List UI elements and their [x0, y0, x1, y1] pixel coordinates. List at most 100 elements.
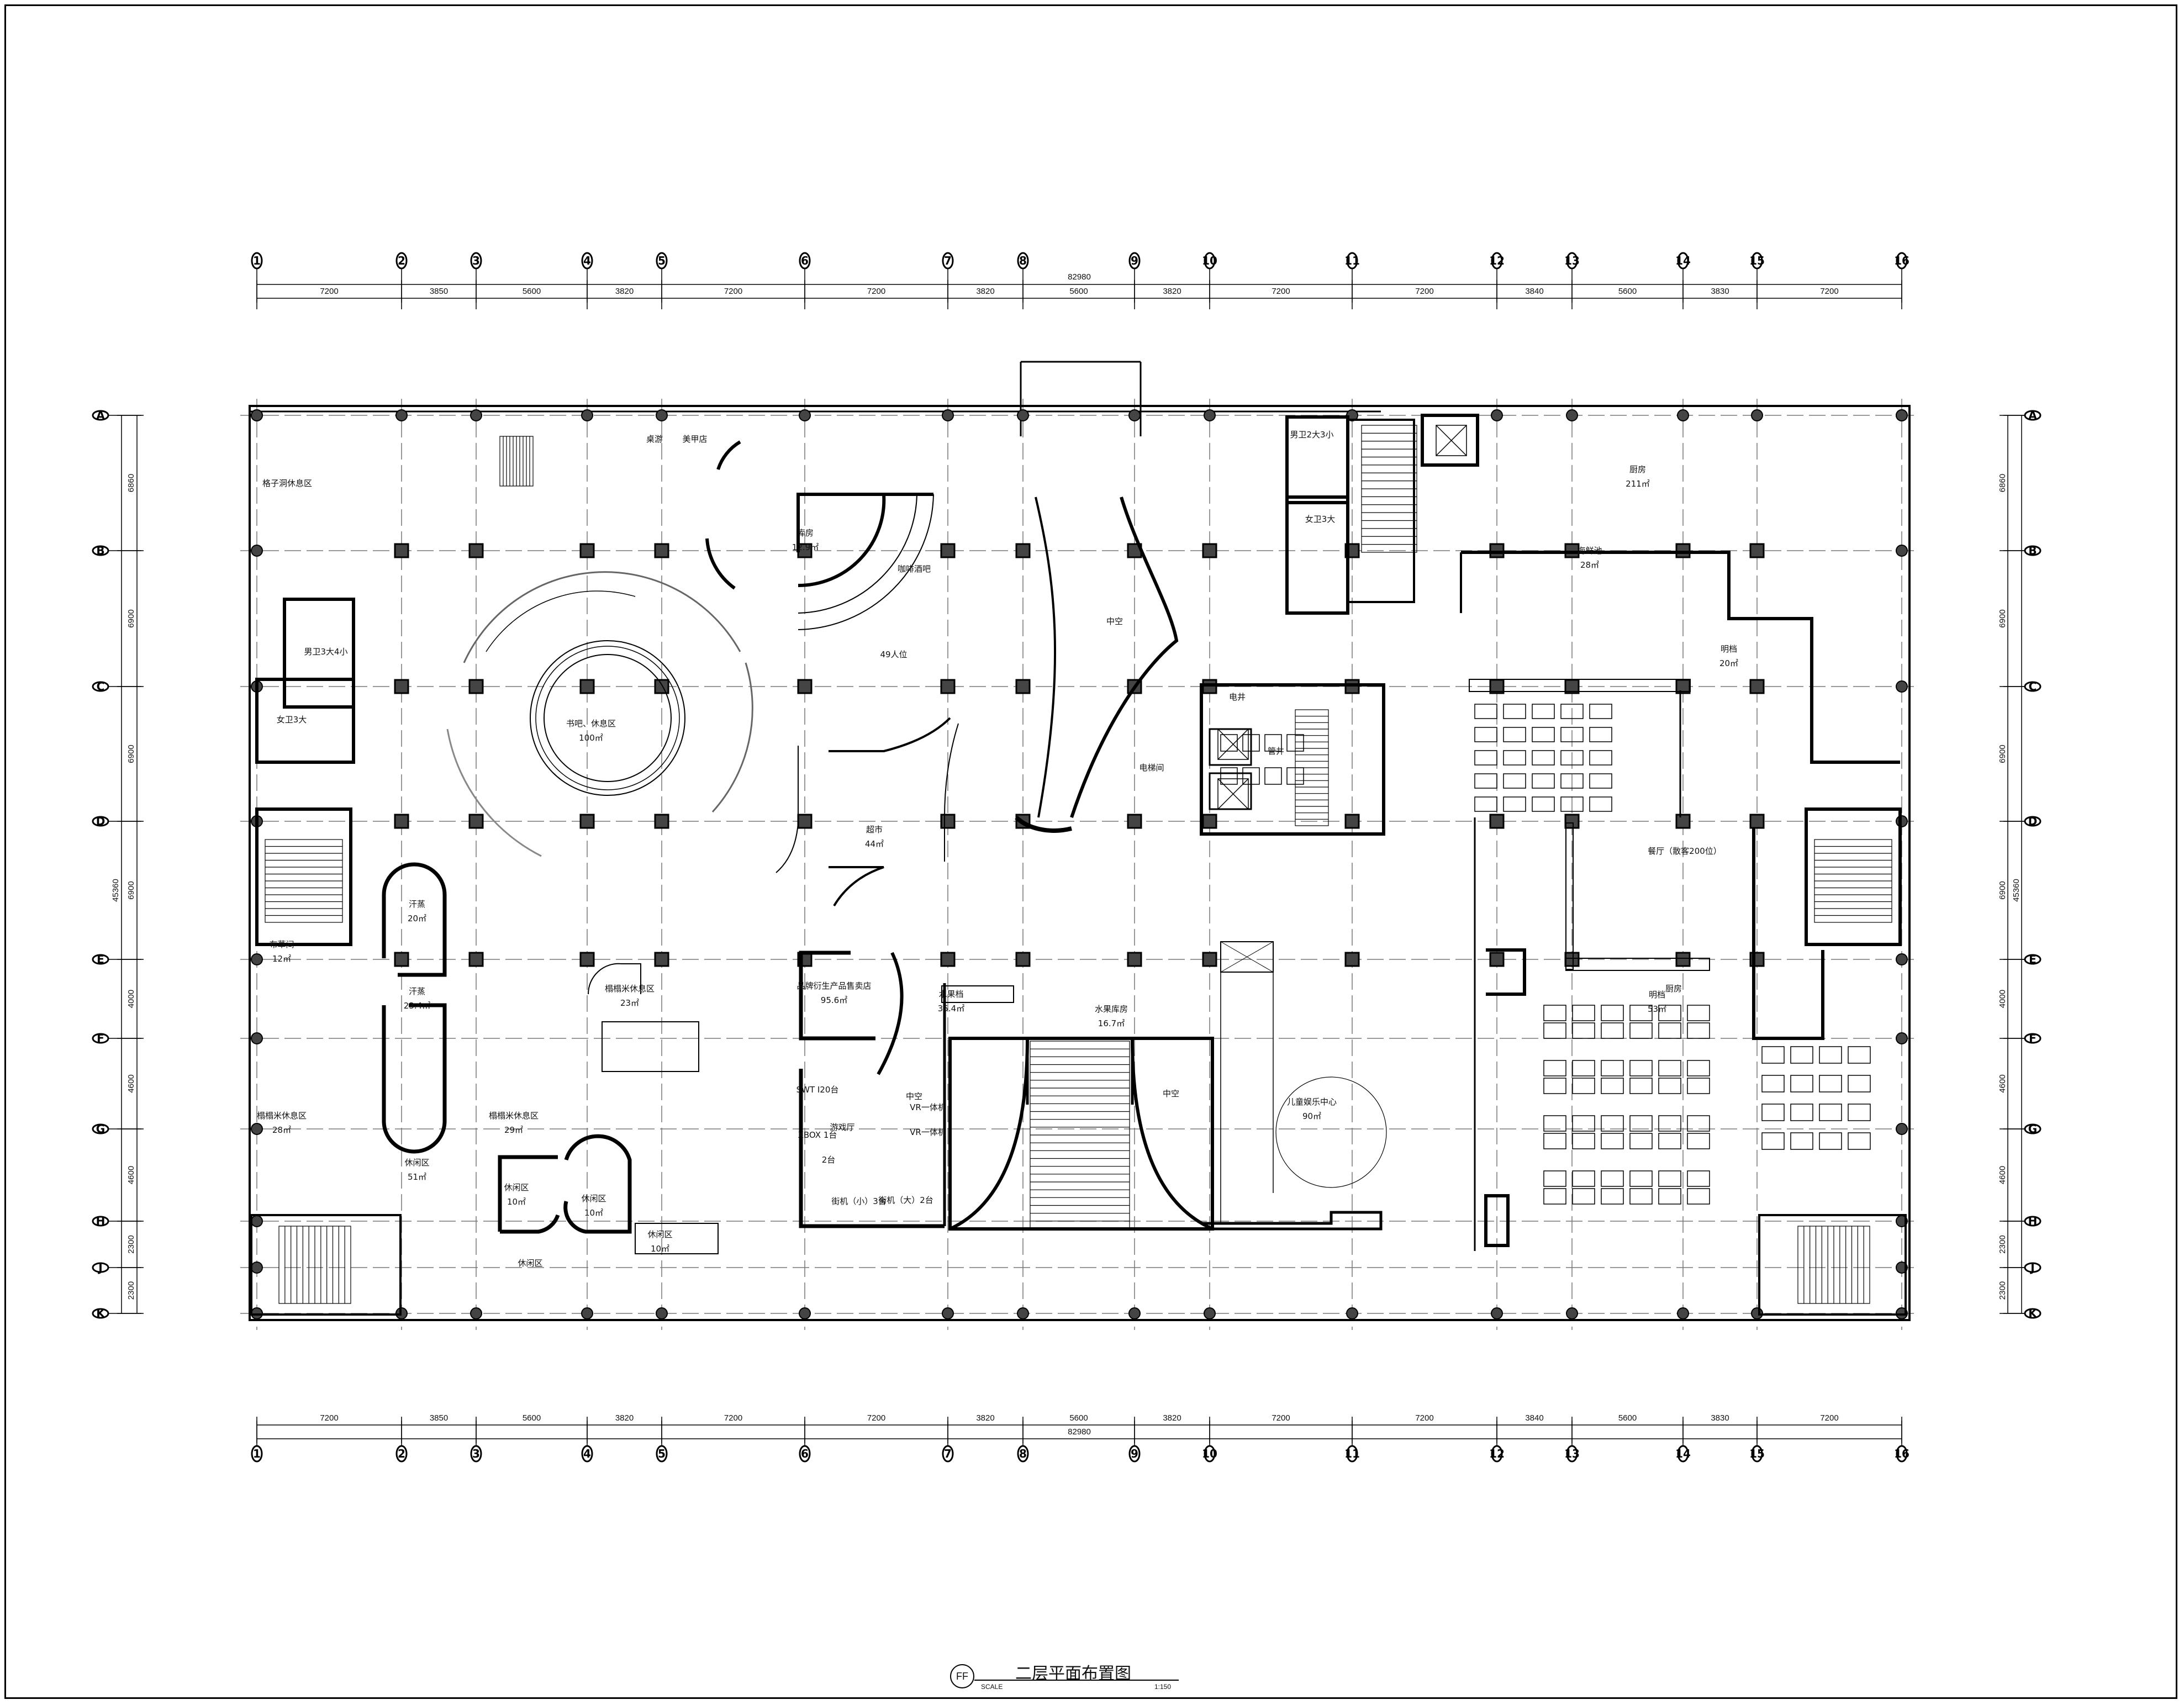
room-area: 211㎡	[1626, 479, 1650, 489]
svg-text:F: F	[97, 1032, 104, 1045]
svg-text:K: K	[96, 1307, 105, 1320]
svg-text:9: 9	[1131, 1447, 1138, 1460]
room-label: 电井	[1229, 692, 1246, 702]
svg-text:H: H	[96, 1215, 105, 1228]
svg-text:6900: 6900	[126, 881, 136, 899]
room-label: 餐厅（散客200位）	[1648, 846, 1722, 856]
room-area: 90㎡	[1302, 1111, 1321, 1121]
svg-text:4: 4	[583, 254, 591, 267]
scale-value: 1:150	[1154, 1683, 1172, 1691]
svg-text:8: 8	[1019, 1447, 1027, 1460]
svg-text:2300: 2300	[1998, 1235, 2007, 1253]
supermarket	[776, 717, 959, 907]
svg-text:E: E	[97, 953, 104, 966]
atrium-void	[1015, 497, 1179, 833]
svg-text:J: J	[97, 1261, 102, 1274]
svg-text:D: D	[2028, 815, 2038, 828]
svg-text:2300: 2300	[126, 1281, 136, 1300]
svg-text:14: 14	[1675, 1447, 1691, 1460]
room-label: 桌游	[646, 434, 663, 444]
room-label: 休闲区	[518, 1258, 542, 1268]
svg-text:7200: 7200	[1272, 287, 1290, 296]
game-hall-walls	[799, 951, 1014, 1228]
room-label: 咖啡酒吧	[898, 564, 931, 574]
svg-text:J: J	[2029, 1261, 2034, 1274]
title-symbol: FF	[950, 1664, 974, 1688]
room-label: 休闲区	[504, 1183, 529, 1192]
svg-text:6: 6	[801, 254, 809, 267]
room-label: 管井	[1268, 746, 1284, 756]
room-label: 休闲区	[404, 1158, 429, 1168]
restaurant-walls	[250, 679, 1907, 1316]
svg-text:45360: 45360	[111, 879, 120, 902]
svg-text:5600: 5600	[1618, 287, 1637, 296]
svg-text:4600: 4600	[1998, 1166, 2007, 1184]
svg-text:7: 7	[944, 1447, 952, 1460]
svg-text:F: F	[2029, 1032, 2037, 1045]
svg-text:K: K	[2028, 1307, 2038, 1320]
svg-text:3850: 3850	[430, 287, 448, 296]
axis-bubbles: 1122334455667788991010111112121313141415…	[92, 252, 2041, 1463]
svg-text:7200: 7200	[1415, 287, 1433, 296]
title-underline	[974, 1680, 1179, 1681]
svg-text:5600: 5600	[1069, 287, 1088, 296]
svg-text:7200: 7200	[867, 287, 885, 296]
room-label: 榻榻米休息区	[605, 984, 655, 994]
exterior-walls	[249, 361, 1911, 1321]
svg-text:82980: 82980	[1068, 1427, 1091, 1437]
room-area: 10㎡	[651, 1244, 669, 1254]
svg-text:7200: 7200	[1820, 287, 1838, 296]
service-walls	[255, 414, 1900, 836]
room-label: 厨房	[1629, 464, 1646, 474]
svg-text:6900: 6900	[1998, 881, 2007, 899]
room-area: 23.4㎡	[404, 1001, 430, 1011]
room-label: 美甲店	[682, 434, 707, 444]
room-label: 水果档	[938, 989, 963, 999]
svg-text:5: 5	[658, 254, 666, 267]
room-area: 12㎡	[272, 954, 291, 964]
svg-text:82980: 82980	[1068, 272, 1091, 282]
svg-text:3850: 3850	[430, 1413, 448, 1423]
restaurant-tables	[1220, 704, 1871, 1205]
svg-text:9: 9	[1131, 254, 1138, 267]
room-label: 女卫3大	[1305, 514, 1336, 524]
room-label: 休闲区	[647, 1229, 672, 1239]
kids-center	[1200, 941, 1387, 1231]
room-label: 中空	[1106, 616, 1123, 626]
room-label: 库房	[797, 528, 814, 538]
grid-lines	[240, 399, 1918, 1330]
svg-text:3: 3	[472, 1447, 480, 1460]
room-label: 49人位	[880, 650, 907, 659]
svg-text:3820: 3820	[976, 1413, 994, 1423]
svg-text:6900: 6900	[126, 609, 136, 627]
svg-text:6: 6	[801, 1447, 809, 1460]
svg-text:16: 16	[1894, 254, 1909, 267]
room-area: 23㎡	[620, 998, 639, 1008]
room-area: 29㎡	[504, 1125, 523, 1135]
svg-text:13: 13	[1564, 254, 1580, 267]
svg-text:4000: 4000	[1998, 990, 2007, 1008]
room-label: 男卫2大3小	[1290, 430, 1333, 440]
sauna-rooms	[382, 862, 447, 1154]
book-bar-circle	[446, 571, 753, 857]
svg-text:7200: 7200	[1820, 1413, 1838, 1423]
svg-text:2: 2	[398, 1447, 405, 1460]
svg-text:7200: 7200	[320, 287, 338, 296]
room-area: 100㎡	[579, 733, 603, 743]
svg-text:H: H	[2028, 1215, 2038, 1228]
room-area: 28㎡	[1580, 560, 1599, 570]
svg-text:7200: 7200	[724, 1413, 742, 1423]
room-label: 儿童娱乐中心	[1287, 1097, 1337, 1107]
room-label: XBOX 1台	[798, 1130, 837, 1140]
svg-text:5600: 5600	[523, 287, 541, 296]
room-label: 书吧、休息区	[566, 719, 616, 729]
room-label: 榻榻米休息区	[489, 1111, 539, 1121]
room-label: 女卫3大	[277, 715, 307, 725]
room-label: 品牌衍生产品售卖店	[796, 981, 871, 991]
svg-text:11: 11	[1344, 254, 1360, 267]
room-label: 水果库房	[1095, 1004, 1128, 1014]
svg-text:6860: 6860	[1998, 474, 2007, 492]
svg-text:4600: 4600	[126, 1074, 136, 1092]
room-area: 35.4㎡	[938, 1004, 964, 1014]
